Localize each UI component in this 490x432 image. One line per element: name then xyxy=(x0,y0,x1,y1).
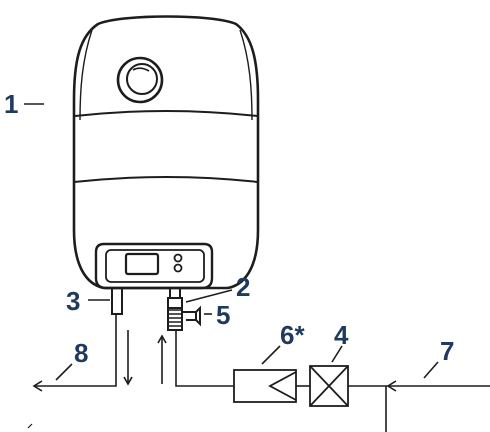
label-1: 1 xyxy=(4,89,18,119)
tank-band-upper xyxy=(74,110,258,117)
leader-7 xyxy=(423,361,439,379)
water-heater-tank xyxy=(72,15,260,290)
leader-8 xyxy=(55,363,73,381)
leader-6 xyxy=(261,345,281,365)
tank-band-lower xyxy=(73,176,259,183)
label-8: 8 xyxy=(74,338,88,368)
label-7: 7 xyxy=(440,336,454,366)
safety-valve xyxy=(167,297,201,331)
label-6: 6* xyxy=(280,320,305,350)
label-2: 2 xyxy=(236,272,250,302)
label-3: 3 xyxy=(66,286,80,316)
cold-water-flow-line xyxy=(157,330,234,387)
display-screen xyxy=(124,252,160,276)
stray-mark xyxy=(27,423,33,429)
shut-off-valve xyxy=(309,365,349,407)
control-panel xyxy=(94,242,214,290)
water-supply-line xyxy=(348,380,490,432)
leader-lines xyxy=(24,103,439,381)
control-button-top xyxy=(173,253,183,263)
hot-water-outlet-pipe xyxy=(111,287,123,315)
label-4: 4 xyxy=(334,320,349,350)
callout-labels: 1 2 3 4 5 6* 7 8 xyxy=(4,89,454,368)
label-5: 5 xyxy=(216,300,230,330)
hot-water-flow-line xyxy=(32,314,133,392)
leader-4 xyxy=(331,345,343,363)
non-return-valve xyxy=(233,369,297,403)
thermostat-knob xyxy=(116,56,164,104)
cold-water-inlet-pipe xyxy=(169,287,181,299)
control-button-bottom xyxy=(173,263,183,273)
leader-2 xyxy=(185,289,233,303)
